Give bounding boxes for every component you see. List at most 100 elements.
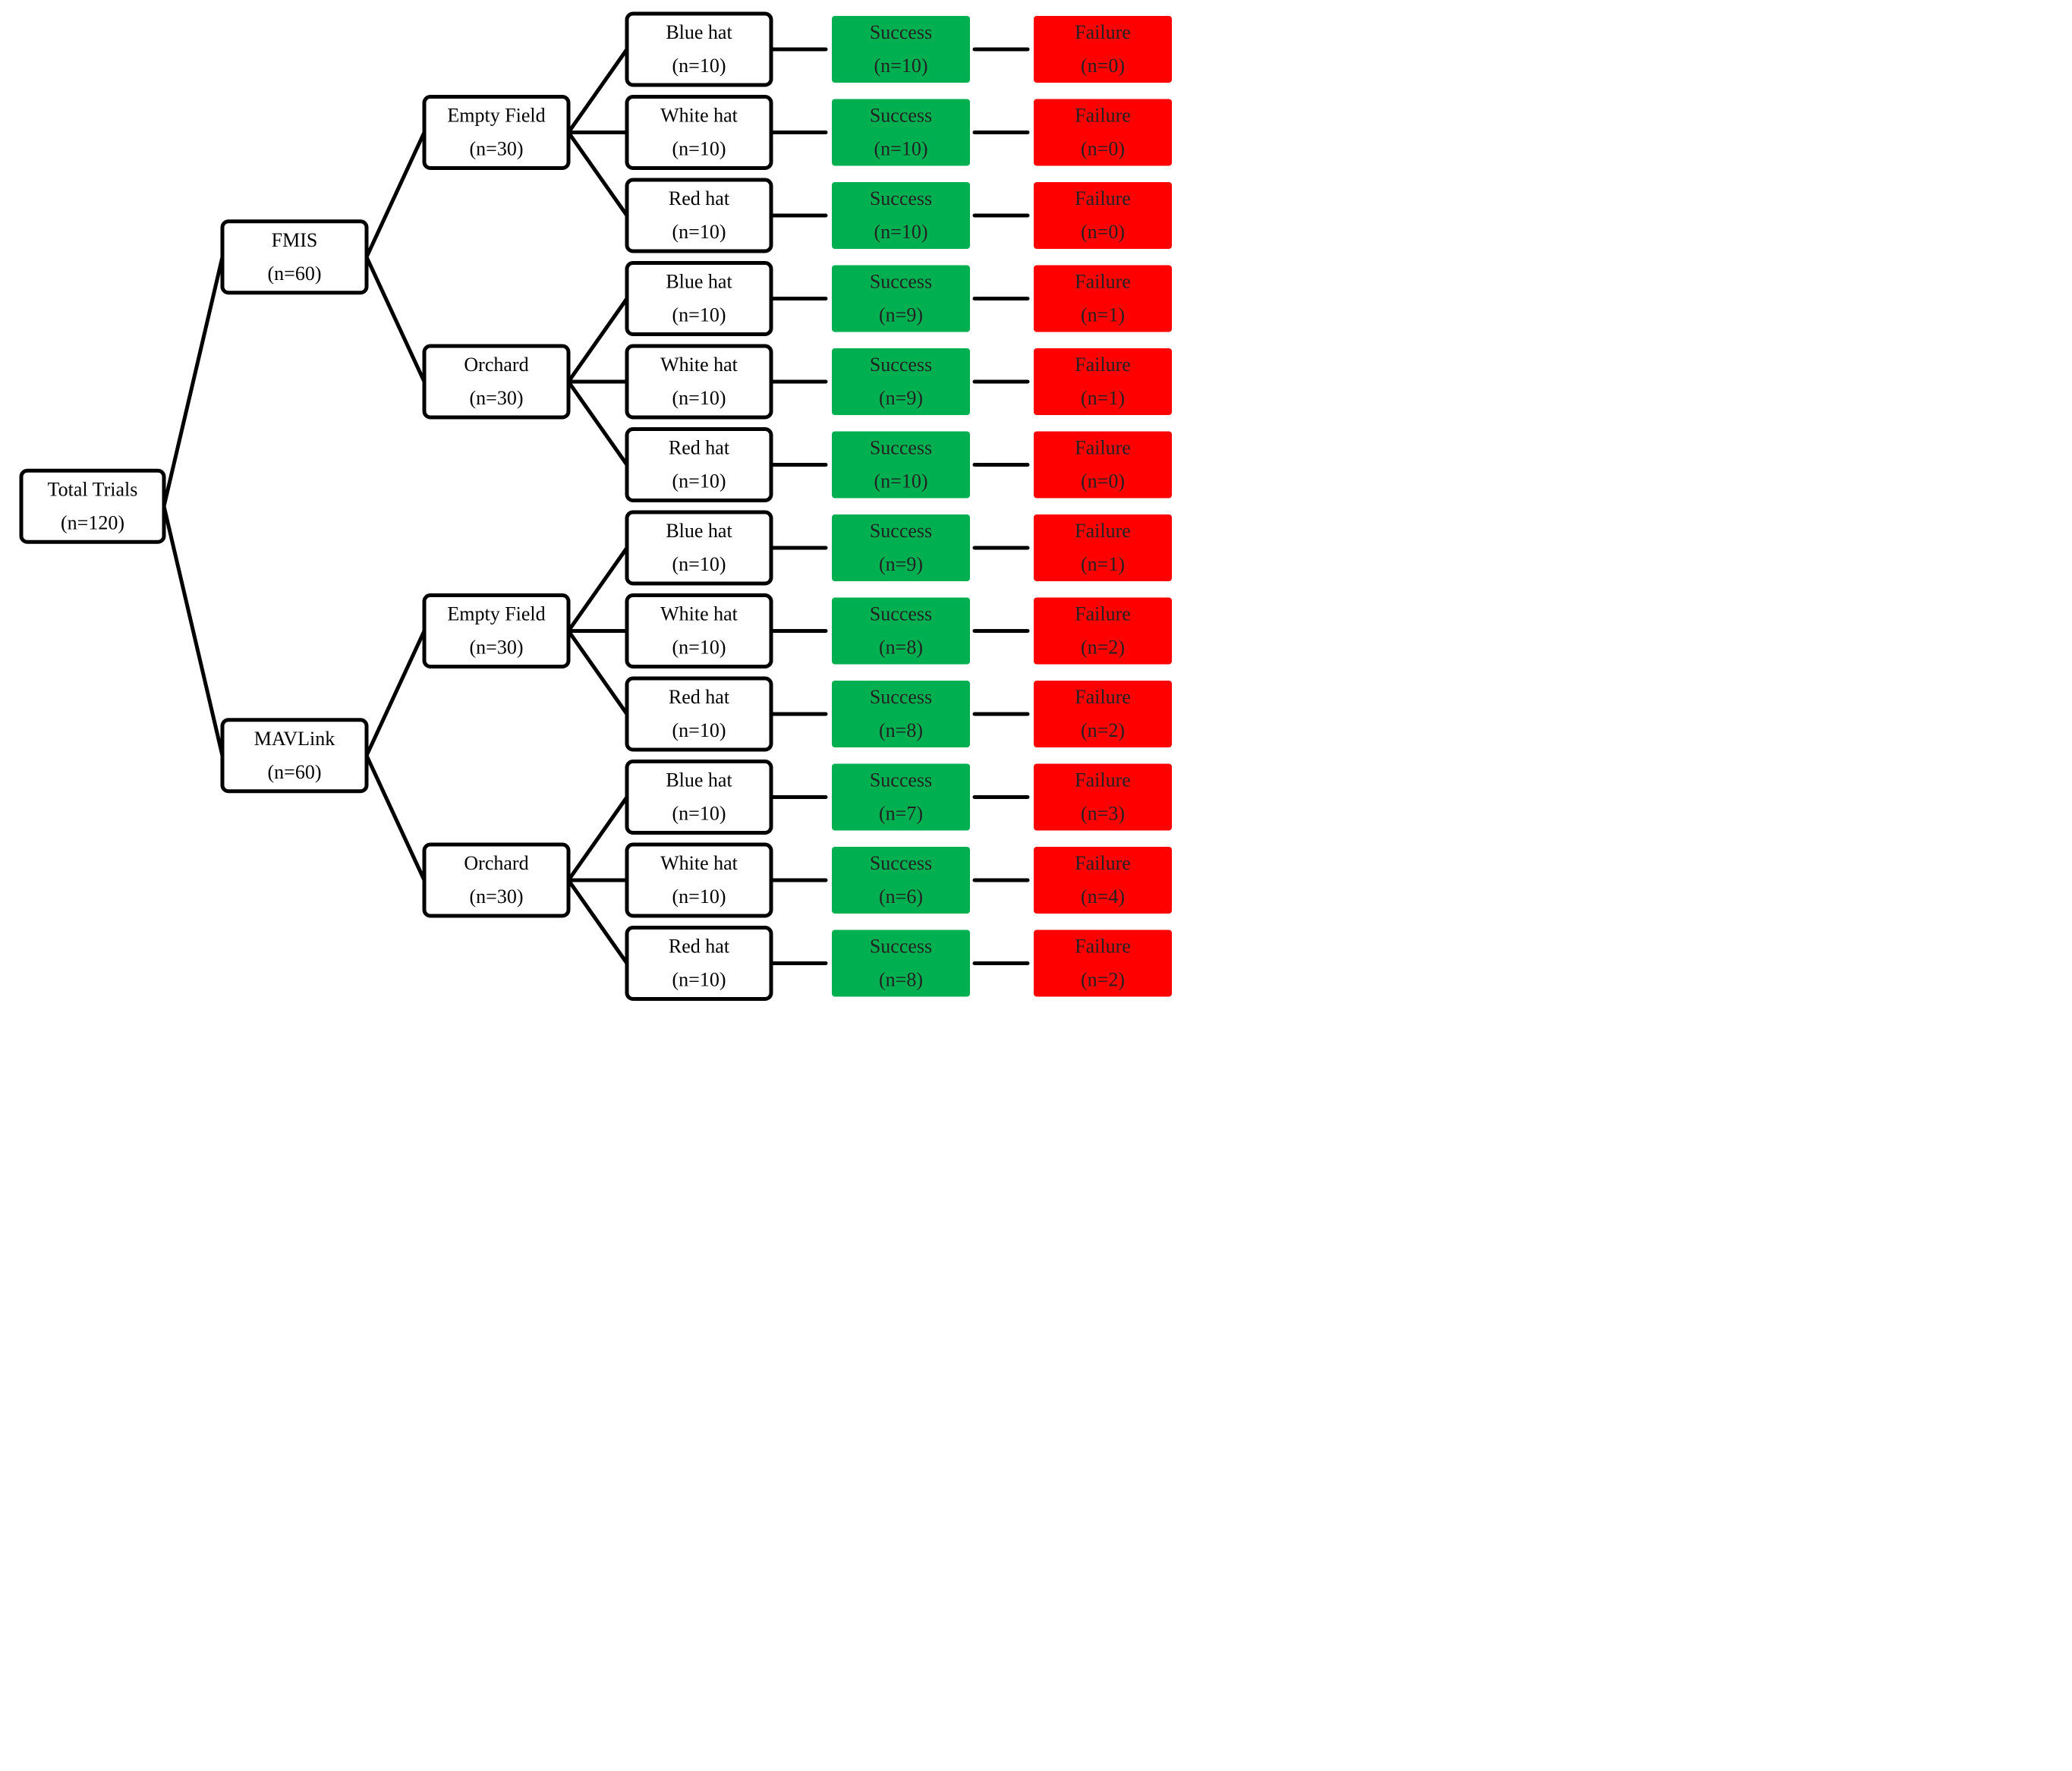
success-node-count: (n=9) — [879, 387, 923, 409]
success-node-label: Success — [870, 936, 932, 958]
hat-node-box — [625, 676, 773, 752]
hat-node-box — [625, 261, 773, 336]
hat-node-count: (n=10) — [672, 969, 726, 991]
success-node-box — [832, 265, 970, 332]
hat-node-label: Red hat — [669, 187, 730, 209]
success-node-box — [832, 182, 970, 249]
failure-node-label: Failure — [1075, 187, 1131, 209]
success-node-label: Success — [870, 686, 932, 708]
failure-node: Failure(n=2) — [1034, 597, 1172, 665]
hat-node-box — [625, 510, 773, 586]
success-node-count: (n=9) — [879, 304, 923, 326]
root-node-count: (n=120) — [61, 511, 124, 533]
system-node: MAVLink(n=60) — [220, 718, 369, 794]
failure-node-box — [1034, 99, 1172, 166]
success-node: Success(n=9) — [832, 514, 970, 581]
failure-node: Failure(n=1) — [1034, 514, 1172, 581]
environment-node-count: (n=30) — [470, 138, 524, 160]
failure-node: Failure (n=4) — [1034, 847, 1172, 914]
success-node-count: (n=8) — [879, 969, 923, 991]
success-node-label: Success — [870, 271, 932, 293]
hat-node-box — [625, 95, 773, 170]
failure-node-count: (n=1) — [1081, 304, 1125, 326]
edge-system-environment — [364, 753, 427, 882]
root-node: Total Trials(n=120) — [19, 468, 166, 544]
failure-node: Failure (n=2) — [1034, 930, 1172, 997]
edge-root-system — [162, 504, 225, 758]
failure-node-box — [1034, 16, 1172, 83]
success-node-box — [832, 348, 970, 415]
trial-outcome-tree: Blue hat(n=10)Success(n=10)Failure(n=0)W… — [19, 11, 1172, 1001]
failure-node-label: Failure — [1075, 936, 1131, 958]
failure-node-box — [1034, 597, 1172, 665]
environment-node: Empty Field (n=30) — [422, 95, 571, 170]
success-node-box — [832, 99, 970, 166]
success-node-label: Success — [870, 187, 932, 209]
failure-node: Failure(n=1) — [1034, 265, 1172, 332]
failure-node-box — [1034, 847, 1172, 914]
hat-node-label: Red hat — [669, 437, 730, 459]
hat-node-count: (n=10) — [672, 138, 726, 160]
environment-node: Empty Field(n=30) — [422, 593, 571, 668]
failure-node: Failure(n=1) — [1034, 348, 1172, 415]
failure-node-label: Failure — [1075, 603, 1131, 625]
hat-node-box — [625, 760, 773, 835]
hat-node-label: Blue hat — [666, 769, 732, 791]
environment-node-label: Orchard — [464, 354, 528, 376]
failure-node-box — [1034, 348, 1172, 415]
edge-system-environment — [364, 255, 427, 384]
success-node-label: Success — [870, 852, 932, 874]
success-node-box — [832, 597, 970, 665]
hat-node: Red hat(n=10) — [625, 427, 773, 502]
success-node-count: (n=8) — [879, 719, 923, 741]
edge-system-environment — [364, 131, 427, 260]
hat-node-label: White hat — [660, 852, 738, 874]
hat-node-box — [625, 344, 773, 420]
failure-node: Failure(n=0) — [1034, 99, 1172, 166]
failure-node-count: (n=4) — [1081, 886, 1125, 908]
failure-node-label: Failure — [1075, 852, 1131, 874]
environment-node-label: Empty Field — [447, 105, 545, 127]
success-node: Success (n=8) — [832, 930, 970, 997]
environment-node-count: (n=30) — [470, 387, 524, 409]
hat-node-box — [625, 427, 773, 502]
system-node-count: (n=60) — [268, 263, 322, 285]
hat-node-label: Blue hat — [666, 271, 732, 293]
success-node-count: (n=10) — [874, 55, 928, 77]
success-node-count: (n=10) — [874, 138, 928, 160]
hat-node-label: White hat — [660, 105, 738, 127]
failure-node: Failure (n=0) — [1034, 182, 1172, 249]
hat-node-label: Blue hat — [666, 21, 732, 43]
success-node-count: (n=9) — [879, 553, 923, 575]
environment-node: Orchard(n=30) — [422, 842, 571, 918]
success-node-box — [832, 16, 970, 83]
hat-node-label: Red hat — [669, 686, 730, 708]
edge-env-hat — [566, 297, 629, 384]
success-node-box — [832, 681, 970, 747]
success-node-count: (n=10) — [874, 470, 928, 492]
failure-node-box — [1034, 265, 1172, 332]
success-node-box — [832, 431, 970, 499]
failure-node-count: (n=0) — [1081, 221, 1125, 243]
system-node-count: (n=60) — [268, 761, 322, 783]
root-node-box — [19, 468, 166, 544]
failure-node-count: (n=2) — [1081, 969, 1125, 991]
failure-node-label: Failure — [1075, 520, 1131, 542]
hat-node: Blue hat(n=10) — [625, 261, 773, 336]
success-node-label: Success — [870, 769, 932, 791]
environment-node-box — [422, 842, 571, 918]
failure-node: Failure(n=3) — [1034, 763, 1172, 831]
hat-node: Red hat(n=10) — [625, 926, 773, 1001]
success-node-count: (n=8) — [879, 637, 923, 659]
edge-env-hat — [566, 795, 629, 882]
system-node-box — [220, 219, 369, 295]
edge-env-hat — [566, 131, 629, 218]
environment-node-count: (n=30) — [470, 886, 524, 908]
hat-node-count: (n=10) — [672, 387, 726, 409]
success-node: Success(n=10) — [832, 182, 970, 249]
success-node: Success(n=9) — [832, 348, 970, 415]
edge-root-system — [162, 255, 225, 508]
hat-node-box — [625, 842, 773, 918]
system-node-box — [220, 718, 369, 794]
hat-node: Red hat(n=10) — [625, 676, 773, 752]
